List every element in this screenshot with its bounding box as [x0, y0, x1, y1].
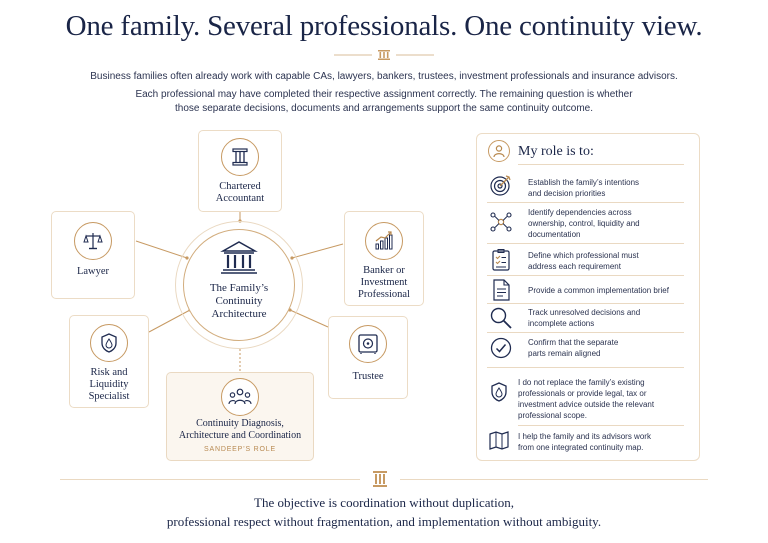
role-tag: SANDEEP’S ROLE: [204, 446, 276, 453]
text-line: incomplete actions: [528, 319, 595, 328]
check-circle-icon: [490, 337, 512, 359]
center-label-line-1: The Family’s: [209, 282, 269, 294]
footer-line-2: professional respect without fragmentati…: [166, 514, 602, 529]
text-line: ownership, control, liquidity and: [528, 219, 640, 228]
vault-icon: [358, 334, 378, 354]
pillared-building-icon: [220, 241, 258, 274]
role-item-text: Identify dependencies across ownership, …: [528, 207, 688, 240]
text-line: professionals or provide legal, tax or: [518, 389, 647, 398]
role-label-line-1: Continuity Diagnosis,: [196, 418, 284, 429]
center-label-line-3: Architecture: [211, 308, 267, 320]
person-icon: [493, 145, 505, 158]
document-icon: [493, 279, 510, 301]
role-item-text: Confirm that the separate parts remain a…: [528, 337, 688, 359]
text-line: I help the family and its advisors work: [518, 432, 651, 441]
node-trustee: Trustee: [328, 316, 408, 399]
shield-drop-icon: [101, 333, 117, 353]
node-lawyer: Lawyer: [51, 211, 135, 299]
role-item-text: Establish the family’s intentions and de…: [528, 177, 688, 199]
connector-banker: [290, 243, 344, 260]
text-line: parts remain aligned: [528, 349, 601, 358]
text-line: Define which professional must: [528, 251, 639, 260]
node-label-line-1: Chartered: [219, 181, 261, 192]
person-icon-circle: [488, 140, 510, 162]
integration-note: I help the family and its advisors work …: [518, 431, 694, 453]
shield-drop-icon: [491, 382, 507, 402]
network-icon: [490, 212, 512, 232]
shield-drop-icon-circle: [90, 324, 128, 362]
role-item-text: Track unresolved decisions and incomplet…: [528, 307, 688, 329]
text-line: Establish the family’s intentions: [528, 178, 640, 187]
intro-text-line-1: Business families often already work wit…: [90, 71, 678, 82]
text-line: and decision priorities: [528, 189, 606, 198]
node-risk-liquidity: Risk and Liquidity Specialist: [69, 315, 149, 408]
intro-text-line-3: those separate decisions, documents and …: [174, 103, 594, 114]
node-label-line-1: Lawyer: [76, 266, 110, 277]
text-line: Identify dependencies across: [528, 208, 632, 217]
role-label-line-2: Architecture and Coordination: [178, 430, 302, 441]
row-divider: [487, 332, 684, 333]
row-divider: [487, 243, 684, 244]
growth-chart-icon: [375, 231, 393, 250]
text-line: Provide a common implementation brief: [528, 286, 669, 295]
row-divider: [518, 425, 684, 426]
node-label-line-2: Accountant: [215, 193, 265, 204]
center-node: [183, 229, 295, 341]
row-divider: [487, 303, 684, 304]
row-divider: [487, 367, 684, 368]
panel-title: My role is to:: [518, 144, 594, 159]
text-line: Confirm that the separate: [528, 338, 619, 347]
footer-divider-right: [400, 479, 708, 480]
row-divider: [487, 202, 684, 203]
scales-icon-circle: [74, 222, 112, 260]
vault-icon-circle: [349, 325, 387, 363]
node-banker: Banker or Investment Professional: [344, 211, 424, 306]
pillar-ornament-icon: [373, 471, 387, 487]
magnifier-icon: [490, 307, 512, 329]
role-item-text: Provide a common implementation brief: [528, 285, 688, 296]
node-label-line-2: Investment: [360, 277, 408, 288]
node-label-line-3: Professional: [358, 289, 410, 300]
map-icon: [489, 431, 509, 450]
role-item-text: Define which professional must address e…: [528, 250, 688, 272]
pillar-icon-circle: [221, 138, 259, 176]
intro-text-line-2: Each professional may have completed the…: [135, 89, 633, 100]
text-line: documentation: [528, 230, 581, 239]
text-line: from one integrated continuity map.: [518, 443, 644, 452]
node-label-line-1: Trustee: [352, 371, 384, 382]
node-label-line-3: Specialist: [88, 391, 130, 402]
text-line: Track unresolved decisions and: [528, 308, 641, 317]
center-outer-ring: [175, 221, 303, 349]
group-icon-circle: [221, 378, 259, 416]
panel-divider: [518, 164, 684, 165]
row-divider: [487, 275, 684, 276]
center-label-line-2: Continuity: [215, 295, 263, 307]
node-label-line-1: Risk and: [90, 367, 128, 378]
node-label-line-1: Banker or: [363, 265, 405, 276]
text-line: investment advice outside the relevant: [518, 400, 655, 409]
connector-lawyer: [135, 240, 189, 260]
role-panel: [476, 133, 700, 461]
group-icon: [228, 388, 252, 405]
node-chartered-accountant: Chartered Accountant: [198, 130, 282, 212]
growth-chart-icon-circle: [365, 222, 403, 260]
footer-line-1: The objective is coordination without du…: [254, 495, 514, 510]
target-icon: [490, 175, 511, 196]
pillar-icon: [232, 148, 248, 166]
text-line: I do not replace the family’s existing: [518, 378, 645, 387]
page-title: One family. Several professionals. One c…: [65, 10, 703, 42]
text-line: address each requirement: [528, 262, 621, 271]
text-line: professional scope.: [518, 411, 587, 420]
disclaimer-note: I do not replace the family’s existing p…: [518, 377, 694, 421]
footer-divider-left: [60, 479, 360, 480]
checklist-icon: [492, 249, 510, 271]
pillar-ornament-icon: [334, 50, 434, 60]
scales-icon: [83, 233, 103, 250]
node-label-line-2: Liquidity: [89, 379, 129, 390]
